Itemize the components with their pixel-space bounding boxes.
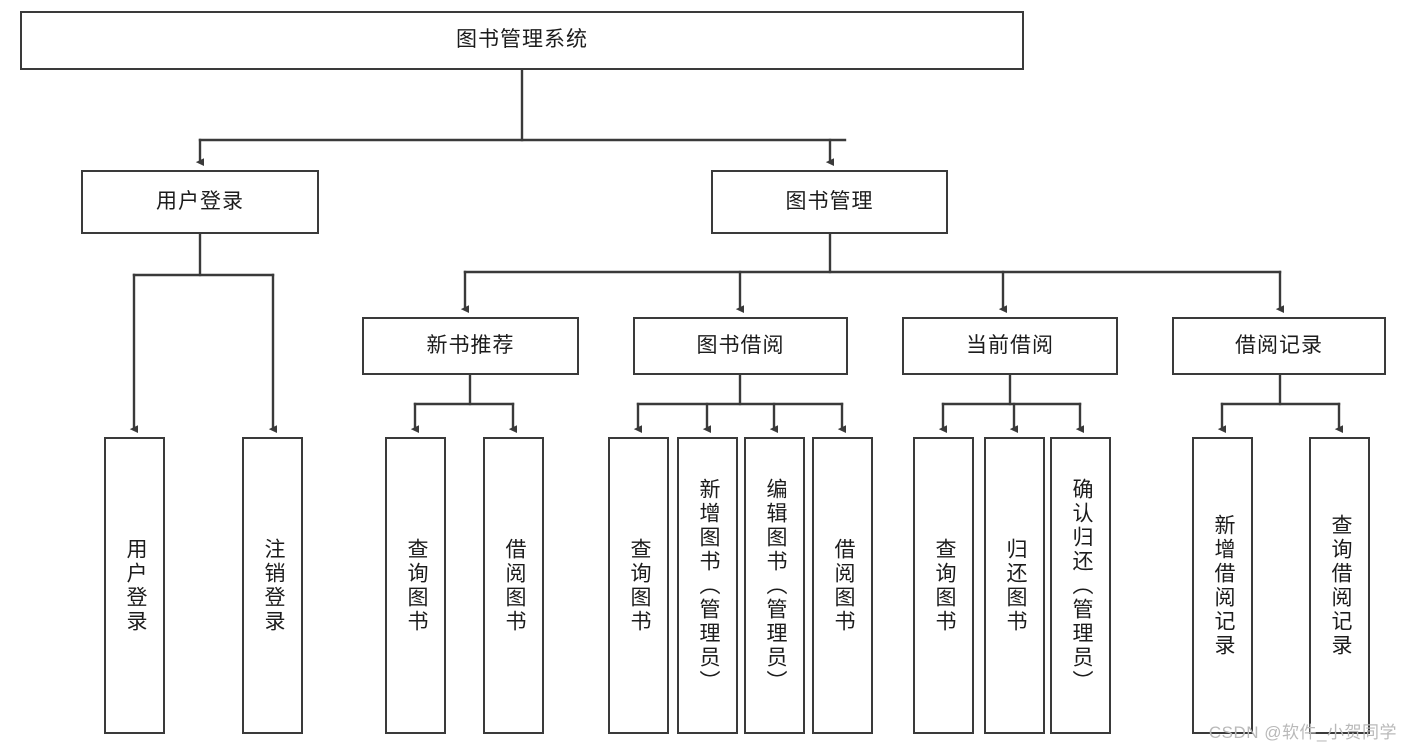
leaf-logout[interactable]: 注销登录: [242, 437, 303, 734]
leaf-query-book-3-label: 查询图书: [932, 537, 956, 634]
node-current-borrow-label: 当前借阅: [966, 333, 1054, 357]
node-root-label: 图书管理系统: [456, 28, 588, 52]
node-root[interactable]: 图书管理系统: [20, 11, 1024, 70]
node-borrow-record[interactable]: 借阅记录: [1172, 317, 1386, 375]
node-book-borrow[interactable]: 图书借阅: [633, 317, 848, 375]
leaf-confirm-return-label: 确认归还（管理员）: [1069, 477, 1093, 694]
leaf-query-book-2[interactable]: 查询图书: [608, 437, 669, 734]
node-new-book-rec-label: 新书推荐: [426, 333, 515, 357]
leaf-borrow-book-2-label: 借阅图书: [831, 537, 855, 634]
leaf-query-book-1[interactable]: 查询图书: [385, 437, 446, 734]
leaf-borrow-book-1[interactable]: 借阅图书: [483, 437, 544, 734]
node-book-borrow-label: 图书借阅: [696, 333, 785, 357]
leaf-user-login-label: 用户登录: [123, 537, 147, 634]
leaf-add-record[interactable]: 新增借阅记录: [1192, 437, 1253, 734]
node-current-borrow[interactable]: 当前借阅: [902, 317, 1118, 375]
leaf-query-book-1-label: 查询图书: [404, 537, 428, 634]
leaf-logout-label: 注销登录: [261, 537, 285, 634]
leaf-borrow-book-2[interactable]: 借阅图书: [812, 437, 873, 734]
node-book-manage[interactable]: 图书管理: [711, 170, 948, 234]
node-new-book-rec[interactable]: 新书推荐: [362, 317, 579, 375]
leaf-borrow-book-1-label: 借阅图书: [502, 537, 526, 634]
leaf-add-book-label: 新增图书（管理员）: [696, 477, 720, 694]
leaf-return-book[interactable]: 归还图书: [984, 437, 1045, 734]
leaf-add-record-label: 新增借阅记录: [1211, 513, 1235, 658]
leaf-confirm-return[interactable]: 确认归还（管理员）: [1050, 437, 1111, 734]
node-user-login[interactable]: 用户登录: [81, 170, 319, 234]
leaf-query-book-2-label: 查询图书: [627, 537, 651, 634]
leaf-edit-book-label: 编辑图书（管理员）: [763, 477, 787, 694]
leaf-add-book[interactable]: 新增图书（管理员）: [677, 437, 738, 734]
watermark: CSDN @软件_小贺同学: [1208, 723, 1397, 742]
leaf-query-book-3[interactable]: 查询图书: [913, 437, 974, 734]
leaf-user-login[interactable]: 用户登录: [104, 437, 165, 734]
node-user-login-label: 用户登录: [156, 189, 244, 213]
node-borrow-record-label: 借阅记录: [1235, 333, 1323, 357]
leaf-query-record[interactable]: 查询借阅记录: [1309, 437, 1370, 734]
node-book-manage-label: 图书管理: [785, 189, 874, 213]
leaf-edit-book[interactable]: 编辑图书（管理员）: [744, 437, 805, 734]
leaf-return-book-label: 归还图书: [1003, 537, 1027, 634]
leaf-query-record-label: 查询借阅记录: [1328, 513, 1352, 658]
